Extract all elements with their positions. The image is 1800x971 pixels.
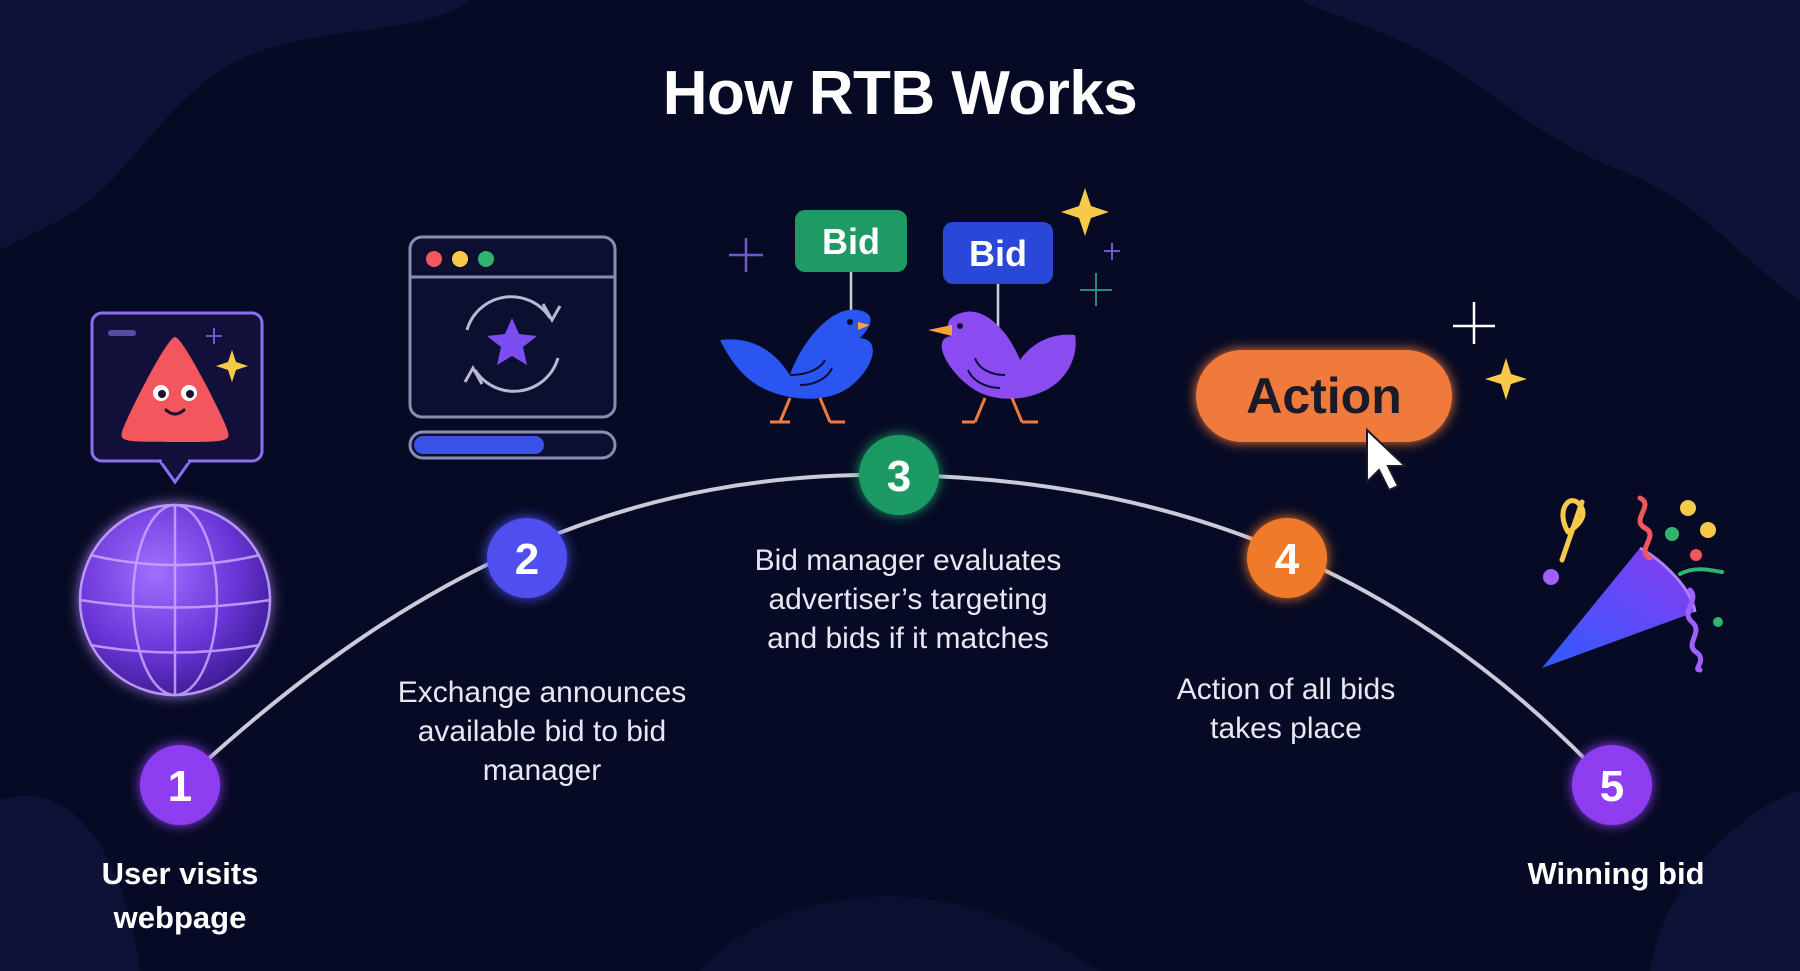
action-button-illustration: Action [1196, 302, 1527, 492]
step-3-caption: Bid manager evaluates advertiser’s targe… [718, 541, 1098, 658]
caption-line: webpage [113, 900, 247, 935]
step-1-caption: User visits webpage [60, 852, 300, 940]
browser-window-icon [90, 311, 264, 485]
step-2-caption: Exchange announces available bid to bid … [362, 673, 722, 790]
globe-icon [78, 503, 272, 697]
step-badge-4: 4 [1247, 518, 1327, 598]
bid-label-green: Bid [822, 221, 880, 262]
step-number: 2 [515, 535, 539, 584]
cursor-icon [1366, 427, 1408, 492]
sparkle-icon [216, 350, 248, 382]
bird-icon [720, 309, 873, 424]
step-4-caption: Action of all bids takes place [1126, 670, 1446, 748]
action-label: Action [1246, 368, 1402, 424]
caption-line: Winning bid [1527, 856, 1705, 891]
bird-icon [928, 311, 1076, 424]
caption-line: manager [482, 754, 602, 787]
bird-green-bid: Bid [720, 210, 907, 424]
step-badge-1: 1 [140, 745, 220, 825]
caption-line: takes place [1210, 712, 1362, 745]
sparkle-icon [1485, 358, 1527, 400]
step-5-caption: Winning bid [1486, 852, 1746, 896]
loading-window-icon [408, 235, 617, 460]
step-badge-2: 2 [487, 518, 567, 598]
star-icon [487, 318, 537, 365]
bid-label-blue: Bid [969, 233, 1027, 274]
step-number: 1 [168, 762, 192, 811]
triangle-face-icon [121, 337, 229, 442]
party-popper-icon [1542, 495, 1724, 673]
caption-line: advertiser’s targeting [768, 583, 1048, 616]
step-badge-3: 3 [859, 435, 939, 515]
bird-blue-bid: Bid [928, 222, 1076, 424]
caption-line: User visits [101, 856, 259, 891]
sparkle-icon [729, 188, 1120, 306]
caption-line: Action of all bids [1176, 673, 1396, 706]
step-badge-5: 5 [1572, 745, 1652, 825]
caption-line: available bid to bid [417, 715, 667, 748]
caption-line: Bid manager evaluates [754, 544, 1062, 577]
page-title: How RTB Works [662, 59, 1138, 128]
step-number: 5 [1600, 762, 1624, 811]
caption-line: Exchange announces [397, 676, 687, 709]
step-number: 3 [887, 452, 911, 501]
caption-line: and bids if it matches [767, 622, 1049, 655]
step-number: 4 [1275, 535, 1300, 584]
